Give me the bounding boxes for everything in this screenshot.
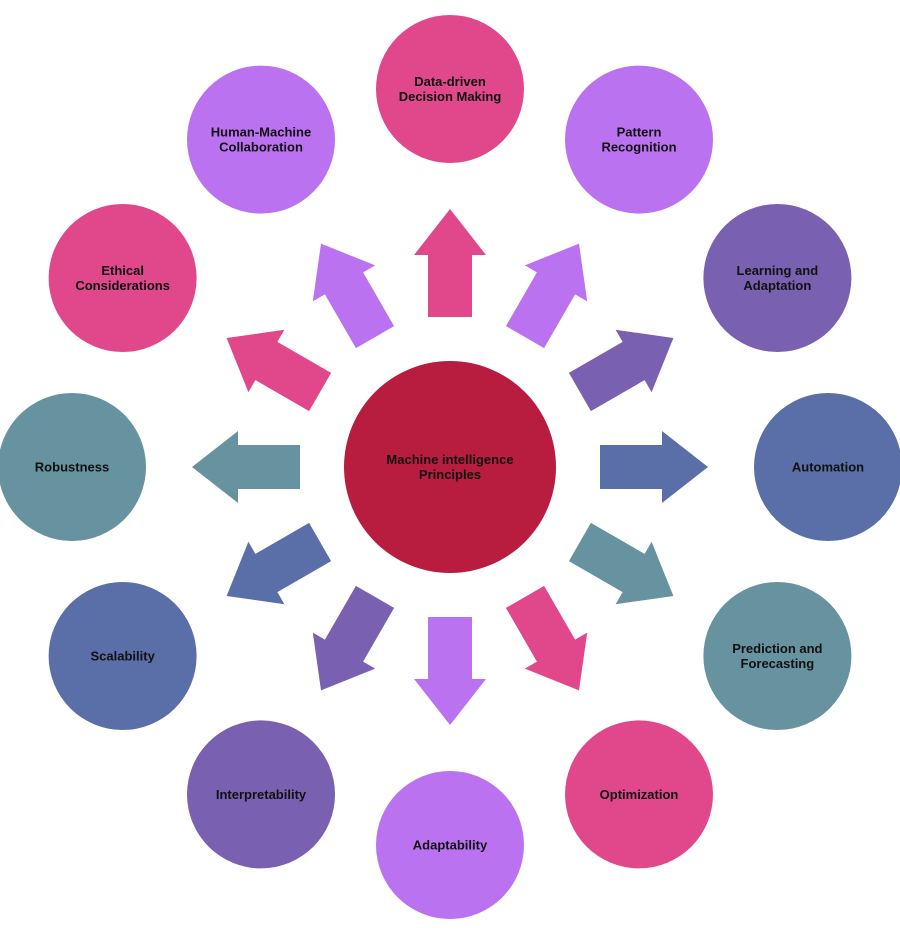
arrows-layer	[192, 209, 708, 725]
arrow-to-pattern-recognition	[505, 243, 588, 349]
node-circle	[703, 204, 852, 352]
node-label-line: Recognition	[601, 140, 676, 155]
node-label-line: Decision Making	[399, 89, 502, 104]
node-robustness: Robustness	[0, 393, 146, 541]
node-adaptability: Adaptability	[376, 771, 524, 919]
node-label-line: Collaboration	[219, 140, 303, 155]
arrow-to-robustness	[192, 431, 300, 503]
node-circle	[187, 720, 335, 869]
arrow-to-human-machine-collaboration	[312, 243, 395, 349]
arrow-to-data-driven-decision-making	[414, 209, 486, 317]
node-scalability: Scalability	[48, 582, 197, 730]
arrow-to-optimization	[505, 585, 588, 691]
node-circle	[565, 65, 713, 214]
node-label: Automation	[792, 460, 864, 475]
node-circle	[48, 582, 197, 730]
node-label-line: Learning and	[737, 263, 819, 278]
node-label: Interpretability	[216, 787, 307, 802]
node-circle	[376, 15, 524, 163]
center-circle	[344, 361, 556, 573]
node-circle	[754, 393, 900, 541]
node-circle	[376, 771, 524, 919]
center-label-line: Principles	[419, 467, 481, 482]
node-label-line: Adaptability	[413, 838, 488, 853]
node-label: Optimization	[600, 787, 679, 802]
arrow-to-learning-and-adaptation	[568, 329, 674, 412]
node-interpretability: Interpretability	[187, 720, 335, 869]
node-label-line: Considerations	[75, 278, 170, 293]
node-label-line: Adaptation	[743, 278, 811, 293]
node-label-line: Ethical	[101, 263, 144, 278]
node-label: Scalability	[90, 649, 155, 664]
node-circle	[187, 65, 335, 214]
node-label-line: Human-Machine	[211, 125, 311, 140]
node-label-line: Prediction and	[732, 641, 822, 656]
node-circle	[0, 393, 146, 541]
node-label-line: Pattern	[617, 125, 662, 140]
node-label-line: Automation	[792, 460, 864, 475]
arrow-to-ethical-considerations	[226, 329, 332, 412]
arrow-to-interpretability	[312, 585, 395, 691]
arrow-to-automation	[600, 431, 708, 503]
node-label-line: Optimization	[600, 787, 679, 802]
node-circle	[565, 720, 713, 869]
node-label-line: Robustness	[35, 460, 109, 475]
node-automation: Automation	[754, 393, 900, 541]
center-label-line: Machine intelligence	[386, 452, 513, 467]
node-label: Adaptability	[413, 838, 488, 853]
node-label-line: Data-driven	[414, 74, 486, 89]
node-label-line: Forecasting	[741, 656, 815, 671]
node-circle	[48, 204, 197, 352]
arrow-to-adaptability	[414, 617, 486, 725]
node-label: Robustness	[35, 460, 109, 475]
arrow-to-scalability	[226, 522, 332, 605]
node-circle	[703, 582, 852, 730]
arrow-to-prediction-and-forecasting	[568, 522, 674, 605]
node-optimization: Optimization	[565, 720, 713, 869]
node-label-line: Interpretability	[216, 787, 307, 802]
node-label-line: Scalability	[90, 649, 155, 664]
